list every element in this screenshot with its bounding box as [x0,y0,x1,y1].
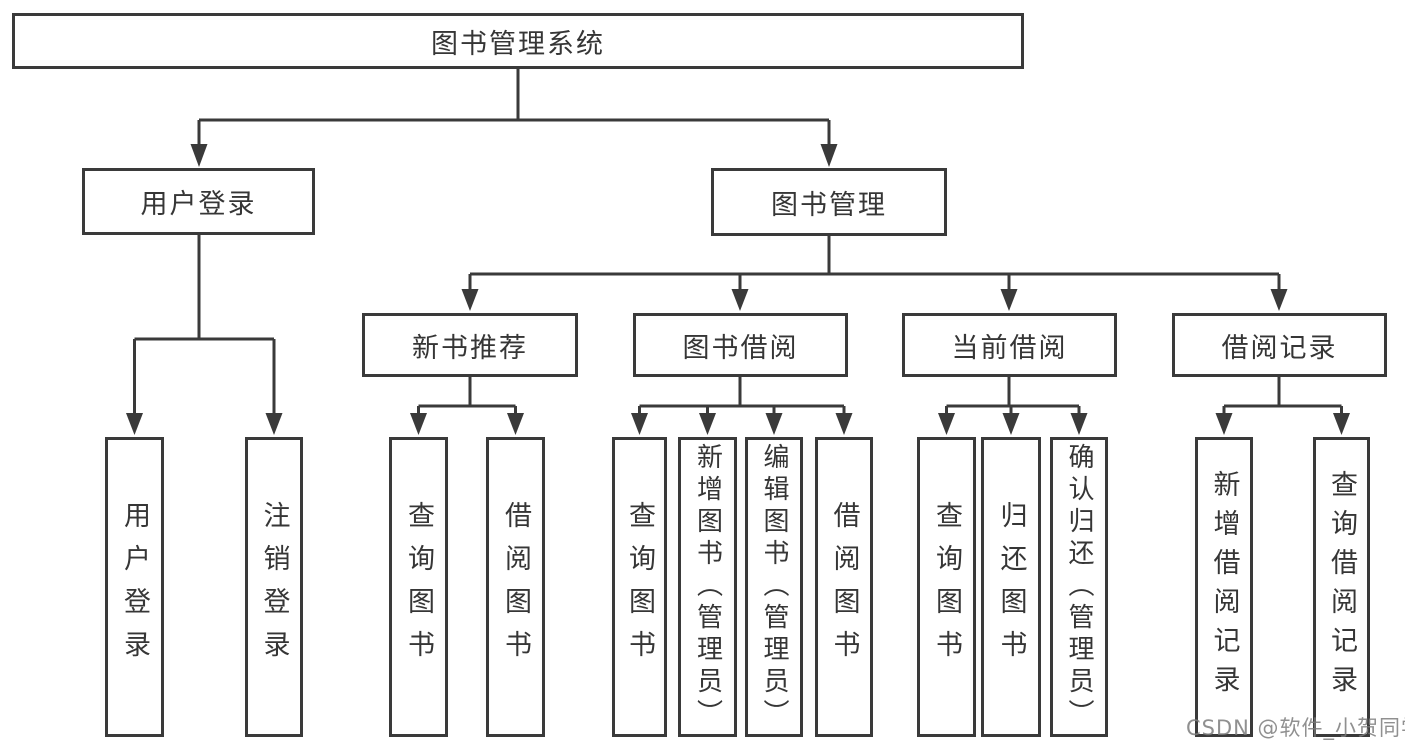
leaf-label: 查询图书 [624,501,655,673]
node-new-book-recommend: 新书推荐 [362,313,578,377]
leaf-label: 查询借阅记录 [1326,470,1357,704]
leaf-borrow-books: 借阅图书 [486,437,545,737]
leaf-borrow-books: 借阅图书 [815,437,873,737]
leaf-query-borrow-record: 查询借阅记录 [1313,437,1370,737]
node-root-system: 图书管理系统 [12,13,1024,69]
leaf-logout: 注销登录 [245,437,303,737]
node-book-borrowing: 图书借阅 [633,313,848,377]
node-current-borrowing: 当前借阅 [902,313,1117,377]
node-user-login: 用户登录 [82,168,315,235]
leaf-query-books: 查询图书 [917,437,976,737]
node-label: 图书借阅 [682,332,799,364]
leaf-label: 查询图书 [931,501,962,673]
csdn-watermark: CSDN @软件_小贺同学 [1186,716,1405,740]
leaf-label: 借阅图书 [500,501,531,673]
leaf-return-books: 归还图书 [981,437,1041,737]
leaf-label: 新增图书（管理员） [692,443,723,731]
node-label: 用户登录 [140,189,257,220]
node-borrowing-records: 借阅记录 [1172,313,1387,377]
leaf-add-books-admin: 新增图书（管理员） [678,437,737,737]
leaf-edit-books-admin: 编辑图书（管理员） [745,437,803,737]
node-label: 图书管理 [771,189,887,221]
leaf-label: 用户登录 [119,501,150,673]
leaf-label: 确认归还（管理员） [1064,443,1094,731]
leaf-add-borrow-record: 新增借阅记录 [1195,437,1253,737]
leaf-user-login: 用户登录 [105,437,164,737]
leaf-query-books: 查询图书 [612,437,667,737]
leaf-label: 归还图书 [995,501,1027,673]
node-label: 借阅记录 [1221,332,1338,364]
node-label: 新书推荐 [412,332,528,364]
leaf-label: 查询图书 [403,501,434,673]
node-label: 图书管理系统 [431,28,605,60]
leaf-label: 注销登录 [258,501,290,673]
leaf-label: 借阅图书 [828,501,860,673]
leaf-confirm-return-admin: 确认归还（管理员） [1050,437,1108,737]
node-label: 当前借阅 [951,332,1068,364]
leaf-label: 新增借阅记录 [1208,470,1240,704]
node-book-management: 图书管理 [711,168,947,236]
leaf-query-books: 查询图书 [389,437,448,737]
leaf-label: 编辑图书（管理员） [759,443,789,731]
